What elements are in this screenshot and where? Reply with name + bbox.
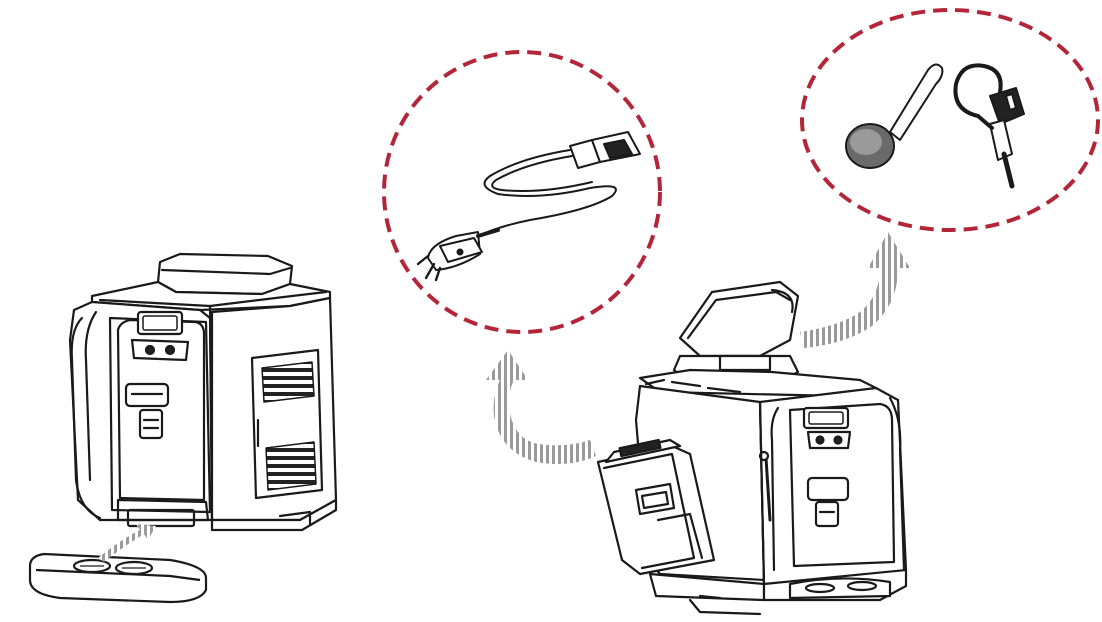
steam-nozzle-icon [955,65,1024,186]
drip-tray [30,554,206,602]
lid-to-accessories-arrow [800,232,910,348]
tray-to-machine-arrow [98,524,156,562]
measuring-spoon-icon [846,64,942,168]
side-vent-upper [262,362,314,402]
door-to-cord-arrow [486,350,596,464]
side-vent-lower [266,442,316,490]
power-cord-icon [418,132,640,280]
open-lid [680,282,798,356]
power-cord-callout-circle [384,52,660,332]
accessories-callout-circle [802,10,1098,230]
machine-front-view [70,254,336,530]
